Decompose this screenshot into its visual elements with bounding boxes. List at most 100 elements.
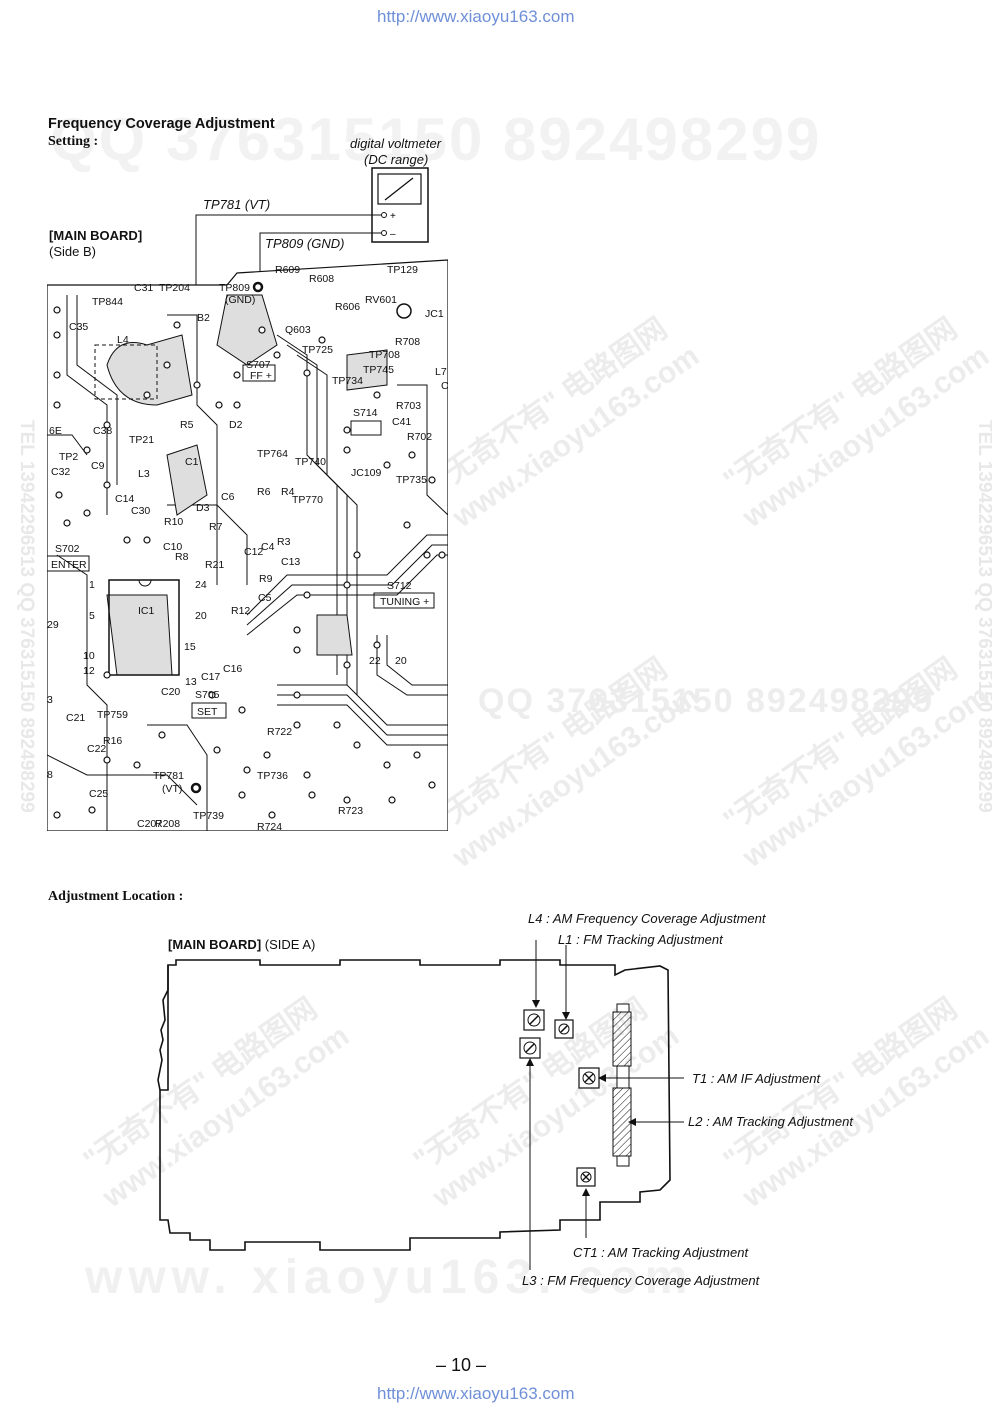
probe-vt-label: TP781 (VT) bbox=[203, 197, 271, 212]
solder-pad bbox=[53, 371, 61, 379]
pcb-label: R4 bbox=[281, 486, 295, 498]
solder-pad bbox=[343, 426, 351, 434]
solder-pad bbox=[143, 536, 151, 544]
pcb-label: C35 bbox=[69, 321, 88, 333]
pcb-label: TP759 bbox=[97, 709, 128, 721]
solder-pad bbox=[343, 661, 351, 669]
solder-pad bbox=[428, 781, 436, 789]
pcb-label: IC1 bbox=[138, 605, 155, 617]
solder-pad bbox=[103, 481, 111, 489]
solder-pad bbox=[303, 591, 311, 599]
footer-url[interactable]: http://www.xiaoyu163.com bbox=[377, 1384, 575, 1403]
main-board-side-a bbox=[157, 940, 684, 1270]
pcb-label: R16 bbox=[103, 735, 122, 747]
pcb-label: C20 bbox=[161, 686, 180, 698]
watermark-bottom: www. xiaoyu163. com bbox=[85, 1251, 694, 1304]
pcb-label: 13 bbox=[185, 676, 197, 688]
solder-pad bbox=[215, 401, 223, 409]
solder-pad bbox=[173, 321, 181, 329]
solder-pad bbox=[318, 336, 326, 344]
header-url[interactable]: http://www.xiaoyu163.com bbox=[377, 7, 575, 26]
board-a-caption: [MAIN BOARD] (SIDE A) bbox=[168, 937, 315, 952]
adjustment-location-label: Adjustment Location : bbox=[48, 889, 184, 904]
solder-pad bbox=[238, 706, 246, 714]
pcb-label: R606 bbox=[335, 301, 360, 313]
pcb-label: ENTER bbox=[51, 559, 87, 571]
label-l1: L1 : FM Tracking Adjustment bbox=[558, 932, 723, 947]
pcb-label: R12 bbox=[231, 605, 250, 617]
pcb-label: TUNING + bbox=[380, 596, 429, 608]
solder-pad bbox=[193, 381, 201, 389]
solder-pad bbox=[333, 721, 341, 729]
solder-pad bbox=[233, 401, 241, 409]
solder-pad bbox=[273, 351, 281, 359]
pcb-label: Q603 bbox=[285, 324, 311, 336]
solder-pad bbox=[303, 771, 311, 779]
pcb-label: 22 bbox=[369, 655, 381, 667]
board-b-name: [MAIN BOARD] bbox=[49, 228, 143, 243]
solder-pad bbox=[103, 756, 111, 764]
pcb-label: D3 bbox=[196, 502, 210, 514]
solder-pad bbox=[308, 791, 316, 799]
pcb-label: C5 bbox=[258, 592, 272, 604]
pcb-label: C10 bbox=[163, 541, 182, 553]
label-l4: L4 : AM Frequency Coverage Adjustment bbox=[528, 911, 766, 926]
solder-pad bbox=[423, 551, 431, 559]
solder-pad bbox=[303, 369, 311, 377]
solder-pad bbox=[343, 796, 351, 804]
meter-label-line1: digital voltmeter bbox=[350, 136, 442, 151]
pcb-label: R8 bbox=[175, 551, 189, 563]
label-l2: L2 : AM Tracking Adjustment bbox=[688, 1114, 853, 1129]
pcb-label: TP2 bbox=[59, 451, 78, 463]
pcb-label: L7 bbox=[435, 366, 447, 378]
pcb-label: R5 bbox=[180, 419, 194, 431]
pcb-label: C16 bbox=[223, 663, 242, 675]
solder-pad bbox=[53, 331, 61, 339]
pcb-label: C38 bbox=[93, 425, 112, 437]
pcb-label: C9 bbox=[91, 460, 105, 472]
pcb-label: FF + bbox=[250, 370, 272, 382]
solder-pad bbox=[383, 461, 391, 469]
solder-pad bbox=[83, 509, 91, 517]
pcb-label: 12 bbox=[83, 665, 95, 677]
pcb-label: (GND) bbox=[225, 294, 255, 306]
pcb-label: D2 bbox=[229, 419, 243, 431]
label-ct1: CT1 : AM Tracking Adjustment bbox=[573, 1245, 749, 1260]
solder-pad bbox=[293, 626, 301, 634]
pcb-label: TP21 bbox=[129, 434, 154, 446]
pcb-label: R6 bbox=[257, 486, 271, 498]
solder-pad bbox=[88, 806, 96, 814]
pcb-label: C25 bbox=[89, 788, 108, 800]
watermark-side-left: TEL 13942296513 QQ 376315150 892498299 bbox=[16, 420, 37, 813]
pcb-label: (VT) bbox=[162, 783, 182, 795]
board-b-side: (Side B) bbox=[49, 244, 96, 259]
pcb-label: 3 bbox=[47, 694, 53, 706]
pcb-label: R608 bbox=[309, 273, 334, 285]
pcb-label: R9 bbox=[259, 573, 273, 585]
solder-pad bbox=[293, 691, 301, 699]
solder-pad bbox=[53, 306, 61, 314]
solder-pad bbox=[243, 766, 251, 774]
watermark-side-right: TEL 13942296513 QQ 376315150 892498299 bbox=[974, 420, 992, 813]
solder-pad bbox=[428, 476, 436, 484]
pcb-label: L4 bbox=[117, 334, 129, 346]
pcb-label: TP739 bbox=[193, 810, 224, 822]
pcb-label: C1 bbox=[185, 456, 199, 468]
board-a-side: (SIDE A) bbox=[261, 937, 316, 952]
label-t1: T1 : AM IF Adjustment bbox=[692, 1071, 821, 1086]
pcb-label: C31 bbox=[134, 282, 153, 294]
pcb-label: C17 bbox=[201, 671, 220, 683]
pcb-label: R723 bbox=[338, 805, 363, 817]
solder-pad bbox=[103, 421, 111, 429]
pcb-label: TP734 bbox=[332, 375, 363, 387]
pcb-label: RV601 bbox=[365, 294, 397, 306]
pcb-label: TP735 bbox=[396, 474, 427, 486]
meter-plus: + bbox=[390, 211, 396, 222]
pcb-label: S705 bbox=[195, 689, 220, 701]
pcb-label: C41 bbox=[392, 416, 411, 428]
pcb-label: C6 bbox=[221, 491, 235, 503]
solder-pad bbox=[343, 581, 351, 589]
solder-pad bbox=[238, 791, 246, 799]
watermark-qq-mid: QQ 376315150 892498299 bbox=[478, 682, 935, 720]
solder-pad bbox=[208, 691, 216, 699]
